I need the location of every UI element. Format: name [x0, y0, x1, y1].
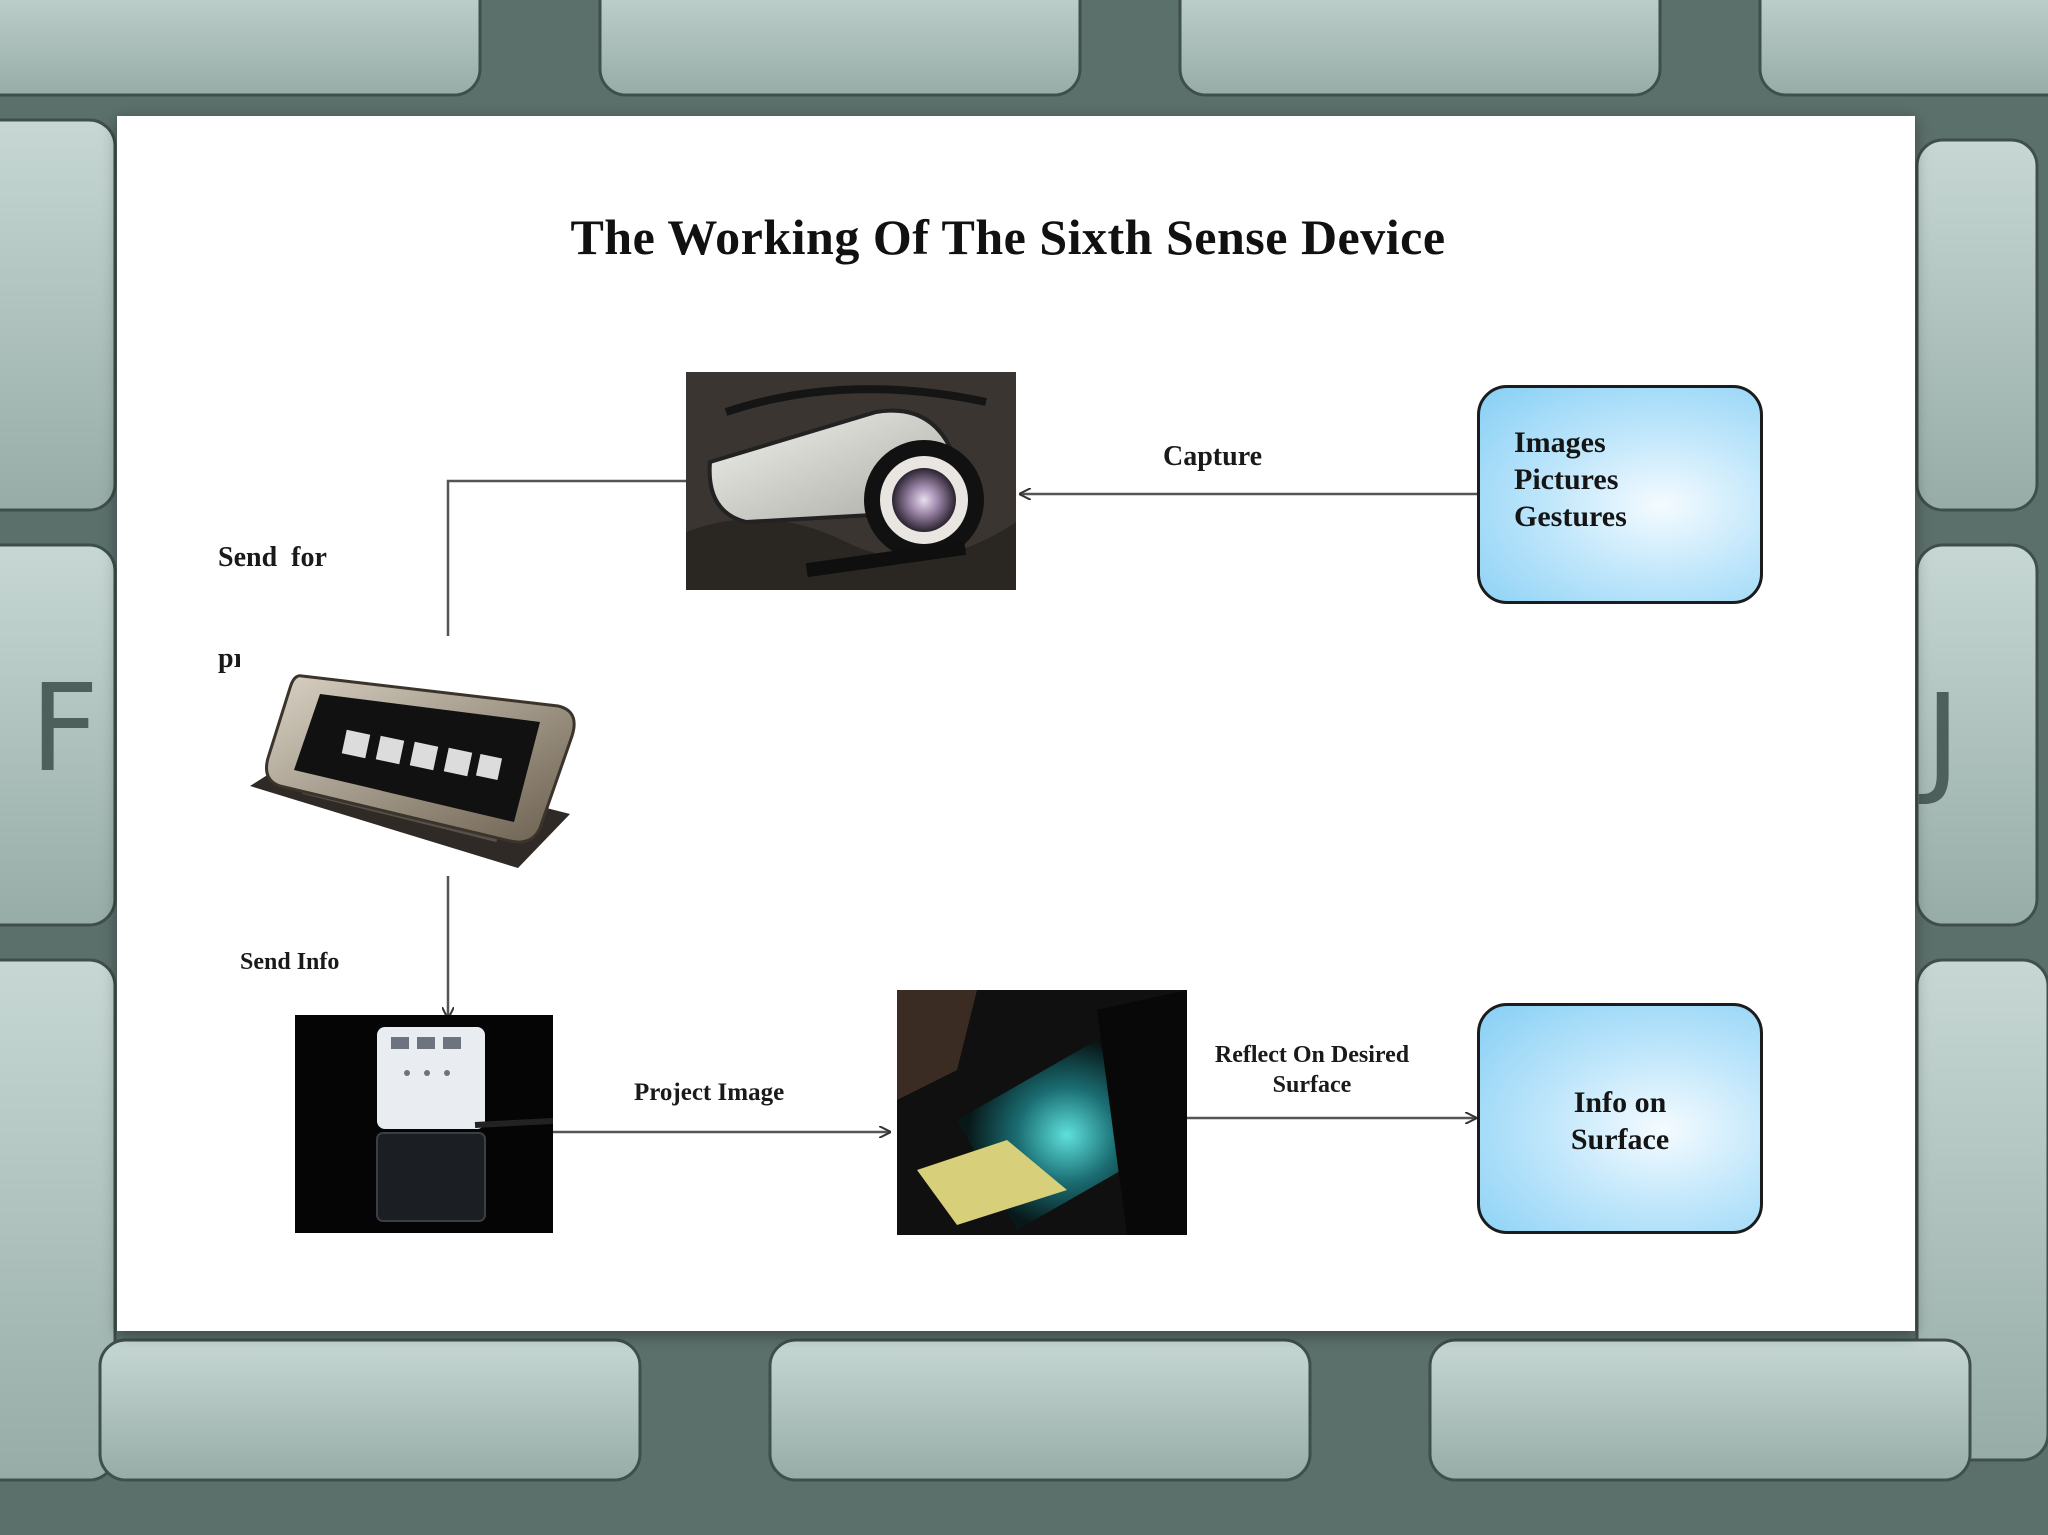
diagram-title: The Working Of The Sixth Sense Device [0, 208, 2016, 266]
svg-text:F: F [30, 660, 99, 799]
reflect-label: Reflect On Desired Surface [1192, 1040, 1432, 1100]
inputs-line-pictures: Pictures [1514, 461, 1627, 498]
project-image-label: Project Image [634, 1078, 784, 1108]
smartphone-photo [240, 636, 590, 876]
output-box: Info on Surface [1477, 1003, 1763, 1234]
capture-label: Capture [1163, 440, 1262, 474]
projector-photo [295, 1015, 553, 1233]
inputs-box: Images Pictures Gestures [1477, 385, 1763, 604]
mirror-photo [897, 990, 1187, 1235]
camera-photo [686, 372, 1016, 590]
output-line-1: Info on [1480, 1084, 1760, 1121]
send-processing-line-1: Send for [218, 541, 344, 575]
reflect-line-1: Reflect On Desired [1192, 1040, 1432, 1070]
reflect-line-2: Surface [1192, 1070, 1432, 1100]
send-info-label: Send Info [240, 948, 339, 977]
inputs-line-gestures: Gestures [1514, 498, 1627, 535]
inputs-line-images: Images [1514, 424, 1627, 461]
svg-text:J: J [1918, 670, 1960, 809]
output-line-2: Surface [1480, 1121, 1760, 1158]
